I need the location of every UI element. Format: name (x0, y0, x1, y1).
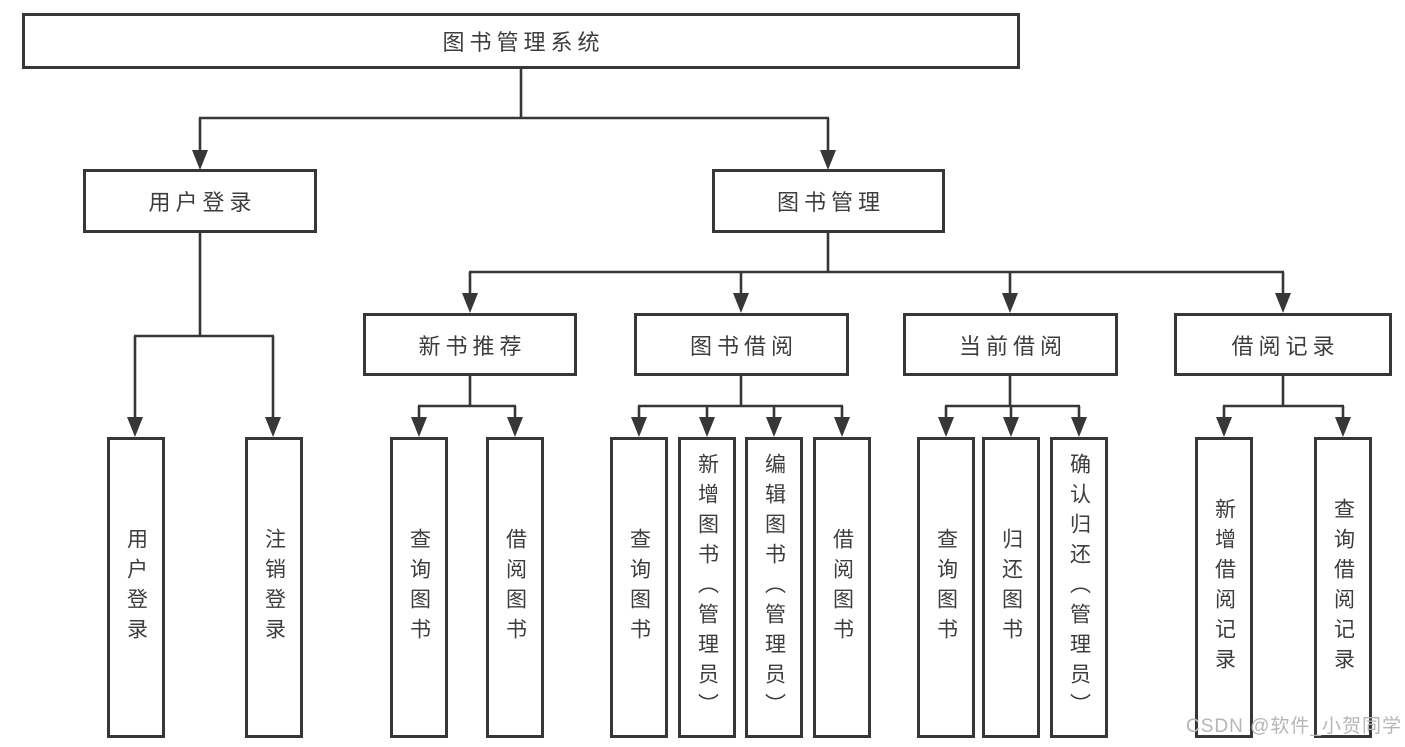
leaf-query-books-2-label: 查询图书 (627, 527, 651, 648)
leaf-add-book-admin-label: 新增图书（管理员） (695, 452, 719, 723)
node-book-management-label: 图书管理 (776, 190, 885, 215)
leaf-edit-book-admin-label: 编辑图书（管理员） (762, 452, 786, 723)
leaf-return-books: 归还图书 (982, 437, 1040, 738)
arrow-to-borrow-records (1275, 272, 1291, 313)
node-borrow-records-label: 借阅记录 (1231, 333, 1340, 359)
node-current-borrow: 当前借阅 (903, 313, 1118, 376)
leaf-edit-book-admin: 编辑图书（管理员） (745, 437, 803, 738)
arrow-to-new-book-recommend (462, 272, 478, 313)
leaf-query-books-1-label: 查询图书 (407, 527, 431, 648)
leaf-logout: 注销登录 (245, 437, 303, 738)
arrow-to-current-borrow (1002, 272, 1018, 313)
leaf-query-books-2: 查询图书 (610, 437, 668, 738)
arrow-to-leaf-edit-book (766, 406, 782, 437)
arrow-to-leaf-query-borrow-record (1335, 406, 1351, 437)
leaf-add-borrow-record: 新增借阅记录 (1195, 437, 1253, 738)
node-current-borrow-label: 当前借阅 (958, 333, 1067, 359)
leaf-user-login-label: 用户登录 (124, 527, 148, 648)
node-book-borrow: 图书借阅 (634, 313, 849, 376)
leaf-query-books-3: 查询图书 (917, 437, 975, 738)
arrow-to-leaf-confirm-return (1071, 406, 1087, 437)
leaf-logout-label: 注销登录 (262, 527, 286, 648)
arrow-to-leaf-add-book (699, 406, 715, 437)
leaf-borrow-books-2-label: 借阅图书 (830, 527, 854, 648)
leaf-add-borrow-record-label: 新增借阅记录 (1212, 497, 1236, 678)
node-user-login-label: 用户登录 (148, 190, 257, 215)
arrow-to-leaf-query-books-1 (411, 406, 427, 437)
leaf-borrow-books-2: 借阅图书 (813, 437, 871, 738)
arrow-to-leaf-query-books-3 (938, 406, 954, 437)
leaf-query-books-3-label: 查询图书 (934, 527, 958, 648)
node-new-book-recommend-label: 新书推荐 (418, 333, 527, 359)
arrow-to-leaf-query-books-2 (631, 406, 647, 437)
arrow-to-leaf-return-books (1003, 406, 1019, 437)
node-new-book-recommend: 新书推荐 (363, 313, 577, 376)
node-user-login: 用户登录 (83, 169, 317, 233)
leaf-confirm-return-admin-label: 确认归还（管理员） (1067, 452, 1091, 723)
leaf-return-books-label: 归还图书 (999, 527, 1023, 648)
node-library-system-label: 图书管理系统 (442, 30, 605, 55)
leaf-borrow-books-1: 借阅图书 (486, 437, 544, 738)
csdn-watermark: CSDN @软件_小贺同学 (1186, 716, 1402, 737)
leaf-query-borrow-record: 查询借阅记录 (1314, 437, 1372, 738)
node-borrow-records: 借阅记录 (1174, 313, 1392, 376)
node-book-management: 图书管理 (712, 169, 945, 233)
arrow-to-leaf-add-borrow-record (1216, 406, 1232, 437)
arrow-to-leaf-user-login (127, 336, 143, 437)
leaf-add-book-admin: 新增图书（管理员） (678, 437, 736, 738)
node-library-system: 图书管理系统 (22, 13, 1020, 69)
leaf-query-borrow-record-label: 查询借阅记录 (1331, 497, 1355, 678)
arrow-to-book-borrow (733, 272, 749, 313)
leaf-borrow-books-1-label: 借阅图书 (503, 527, 527, 648)
leaf-query-books-1: 查询图书 (390, 437, 448, 738)
arrow-to-leaf-borrow-books-2 (834, 406, 850, 437)
arrow-to-user-login (192, 118, 208, 170)
arrow-to-leaf-borrow-books-1 (507, 406, 523, 437)
leaf-confirm-return-admin: 确认归还（管理员） (1050, 437, 1108, 738)
node-book-borrow-label: 图书借阅 (689, 333, 798, 359)
arrow-to-book-management (820, 118, 836, 170)
leaf-user-login: 用户登录 (107, 437, 165, 738)
arrow-to-leaf-logout (265, 336, 281, 437)
